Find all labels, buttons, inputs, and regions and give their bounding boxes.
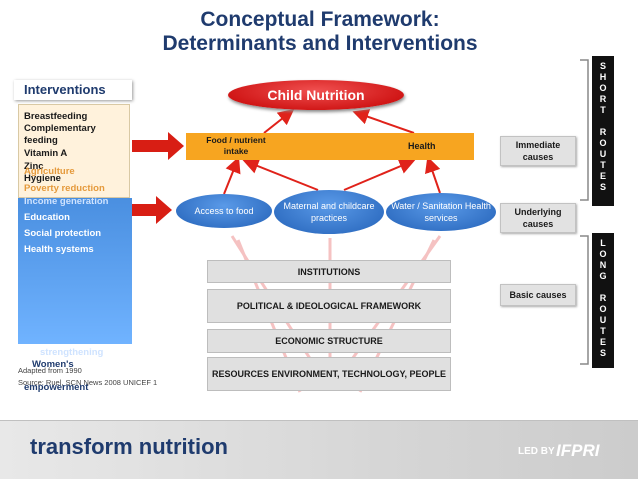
underlying-causes-label: Underlying causes [500, 203, 576, 233]
access-to-food-node: Access to food [176, 194, 272, 228]
intervention-item: Breastfeeding [24, 111, 88, 122]
intervention-item: Vitamin A [24, 148, 68, 159]
immediate-determinants-bar [186, 133, 474, 160]
long-routes-letter: O [599, 304, 607, 314]
intervention-overlay-item: strengthening [40, 347, 104, 358]
political-framework-box: POLITICAL & IDEOLOGICAL FRAMEWORK [207, 289, 451, 323]
economic-structure-box: ECONOMIC STRUCTURE [207, 329, 451, 353]
interventions-panel-indirect [18, 198, 132, 344]
short-routes-letter: T [600, 160, 606, 170]
intervention-arrow-immediate [132, 132, 184, 160]
intervention-item: Income generation [24, 196, 109, 207]
long-routes-letter: G [599, 271, 607, 281]
page-title: Conceptual Framework: [200, 8, 440, 31]
intervention-item: Complementary [24, 123, 96, 134]
intervention-item: Health systems [24, 244, 94, 255]
short-routes-letter [592, 116, 614, 127]
intervention-item: feeding [24, 135, 58, 146]
short-routes-letter: S [599, 182, 606, 192]
maternal-childcare-node: Maternal and childcare practices [274, 190, 384, 234]
short-routes-letter: R [599, 94, 607, 104]
page-subtitle: Determinants and Interventions [162, 32, 478, 55]
footer-bar [0, 420, 638, 479]
food-intake-label: Food / nutrient intake [206, 135, 266, 156]
long-routes-letter: R [599, 293, 607, 303]
long-routes-letter: O [599, 249, 607, 259]
intervention-overlay-item: Women's [32, 359, 74, 370]
intervention-overlay-item: Agriculture [24, 166, 75, 177]
short-routes-letter: R [599, 127, 607, 137]
short-routes-letter: O [599, 83, 607, 93]
intervention-item: Zinc [24, 161, 44, 172]
long-routes-letter: T [600, 326, 606, 336]
ifpri-logo: IFPRI [556, 441, 600, 460]
intervention-item: Social protection [24, 228, 102, 239]
resources-box: RESOURCES ENVIRONMENT, TECHNOLOGY, PEOPL… [207, 357, 451, 391]
footnote-source: Source: Ruel, SCN News 2008 UNICEF 1 [18, 378, 158, 387]
long-routes-letter: L [600, 238, 606, 248]
long-routes-letter: E [599, 337, 606, 347]
short-routes-letter: U [599, 149, 607, 159]
immediate-causes-label: Immediate causes [500, 136, 576, 166]
long-routes-letter: S [599, 348, 606, 358]
health-label: Health [408, 141, 436, 151]
basic-causes-label: Basic causes [500, 284, 576, 306]
long-routes-bracket [580, 235, 589, 365]
long-routes-letter: U [599, 315, 607, 325]
water-sanitation-node: Water / Sanitation Health services [386, 193, 496, 231]
short-routes-letter: E [599, 171, 606, 181]
long-routes-letter: N [599, 260, 607, 270]
institutions-box: INSTITUTIONS [207, 260, 451, 283]
brand-logo: transform nutrition [30, 434, 228, 459]
short-routes-bracket [580, 59, 589, 201]
interventions-panel-direct [18, 104, 130, 198]
intervention-overlay-item: empowerment [24, 382, 89, 393]
intervention-overlay-item: Poverty reduction [24, 183, 105, 194]
short-routes-letter: H [599, 72, 607, 82]
intervention-item: Education [24, 212, 70, 223]
child-nutrition-outcome: Child Nutrition [228, 80, 404, 110]
interventions-header: Interventions [14, 80, 132, 100]
led-by-label: LED BY [518, 446, 555, 457]
intervention-item: Hygiene [24, 173, 61, 184]
intervention-arrow-underlying [132, 196, 172, 224]
short-routes-letter: S [599, 61, 606, 71]
long-routes-letter [592, 282, 614, 293]
short-routes-letter: O [599, 138, 607, 148]
footnote-adapted: Adapted from 1990 [18, 366, 82, 375]
short-routes-letter: T [600, 105, 606, 115]
